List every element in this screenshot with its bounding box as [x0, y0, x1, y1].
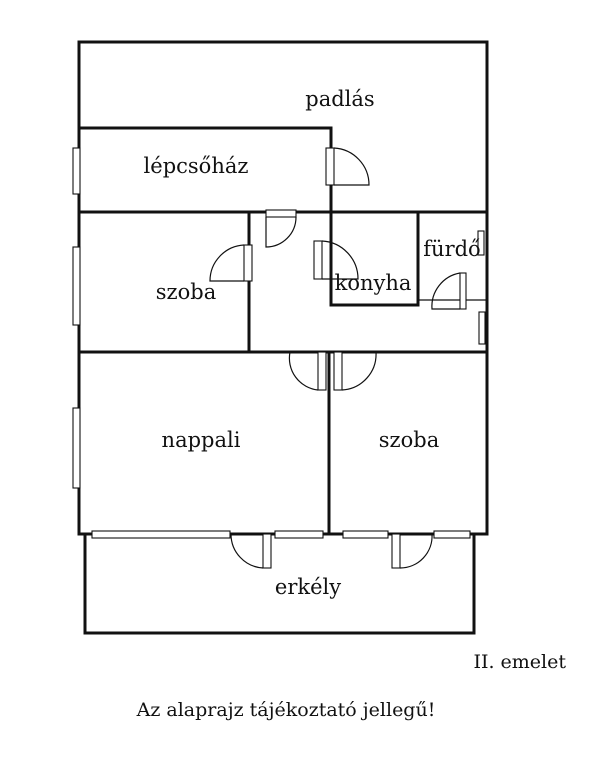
room-labels: padlás lépcsőház szoba konyha fürdő napp…	[144, 87, 481, 599]
door-hallway	[265, 209, 297, 248]
window-stairwell	[72, 147, 81, 195]
window-bathroom	[477, 230, 485, 256]
door-left-room	[209, 244, 253, 282]
label-room-left: szoba	[156, 280, 216, 304]
label-room-right: szoba	[379, 428, 439, 452]
door-bathroom	[431, 272, 467, 310]
door-balcony-2	[391, 533, 433, 569]
window-balcony-2	[274, 530, 324, 539]
window-balcony-1	[91, 530, 231, 539]
label-stairwell: lépcsőház	[144, 154, 249, 178]
floor-label: II. emelet	[473, 651, 566, 673]
window-living-room	[72, 407, 81, 489]
windows	[72, 147, 486, 539]
window-right-wall	[478, 311, 486, 345]
label-attic: padlás	[305, 87, 374, 111]
door-living-room	[288, 351, 327, 391]
label-living-room: nappali	[162, 428, 241, 452]
window-left-room	[72, 246, 81, 326]
door-right-room	[333, 351, 377, 391]
walls	[77, 40, 489, 635]
door-balcony-1	[230, 533, 272, 569]
disclaimer: Az alaprajz tájékoztató jellegű!	[136, 699, 436, 721]
doors	[209, 147, 467, 569]
label-balcony: erkély	[275, 575, 341, 599]
balcony-wall	[83, 532, 476, 635]
window-balcony-4	[433, 530, 471, 539]
label-kitchen: konyha	[335, 271, 412, 295]
outer-wall	[77, 40, 489, 536]
label-bathroom: fürdő	[423, 237, 480, 261]
door-stairwell	[325, 147, 370, 186]
window-balcony-3	[342, 530, 389, 539]
door-kitchen	[313, 240, 359, 280]
